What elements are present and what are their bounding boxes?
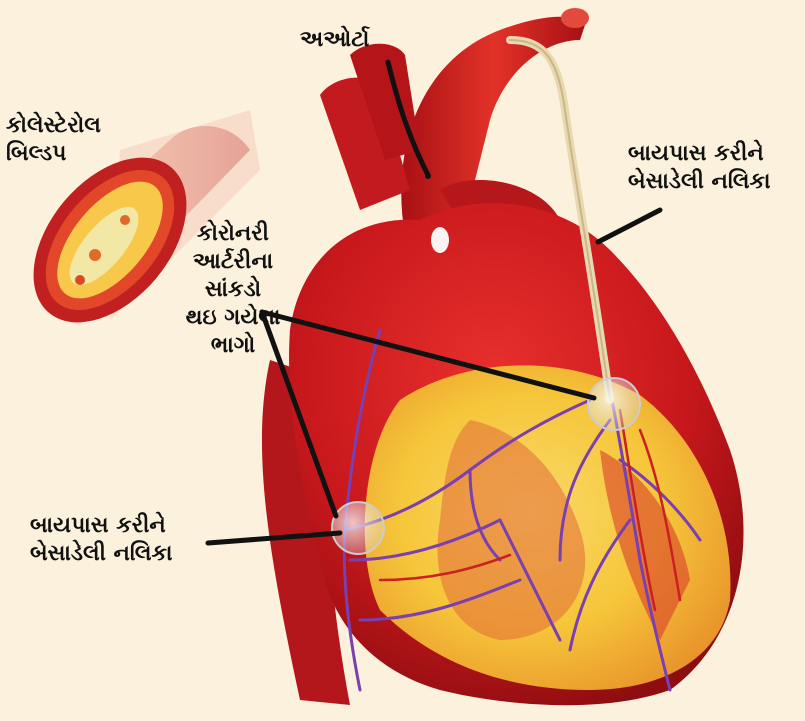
aorta-label: અઓર્ટા [300,26,369,54]
narrowed-coronary-label: કોરોનરી આર્ટરીના સાંકડો થઇ ગયેલા ભાગો [158,220,308,360]
magnifier-circle-icon [588,378,640,430]
bypass-graft-label-right: બાયપાસ કરીને બેસાડેલી નલિકા [628,140,770,196]
cholesterol-buildup-label: કોલેસ્ટેરોલ બિલ્ડપ [6,112,101,168]
bypass-graft-label-left: બાયપાસ કરીને બેસાડેલી નલિકા [30,512,172,568]
graft-right-leader-line [598,210,660,242]
magnifier-circle-icon [332,502,384,554]
